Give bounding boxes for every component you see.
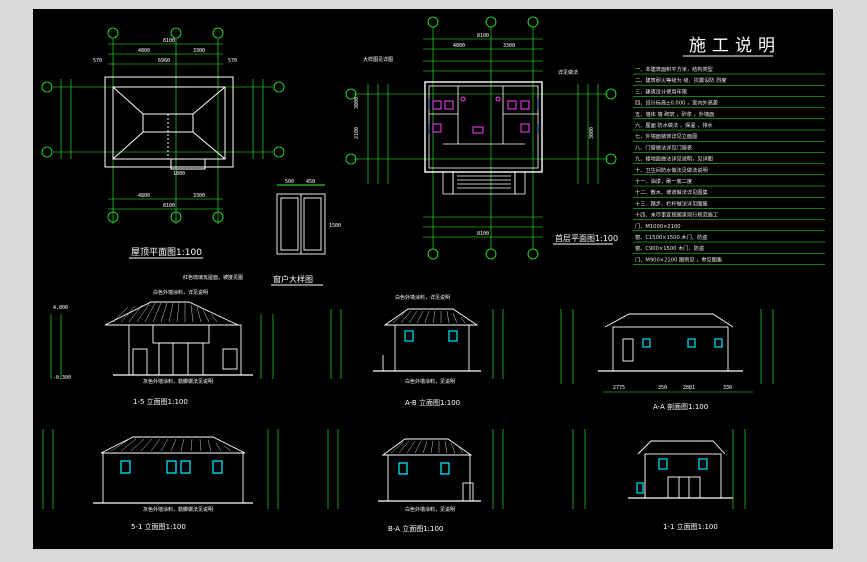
section-dim-2: 350 — [658, 385, 667, 391]
roof-plan-grid-bubbles — [41, 27, 285, 223]
note-line: 六、屋面 防水做法 ，保温 ，排水 — [635, 121, 713, 129]
section-dim-4: 330 — [723, 385, 732, 391]
note-line: 十四、未尽事宜按国家现行规范施工 — [635, 211, 718, 219]
note-line: 十二、散水、坡道做法详见图集 — [635, 188, 708, 196]
note-line: 窗、C1500×1500 木门、防盗 — [635, 233, 707, 241]
roof-dim-mid: 1800 — [173, 171, 185, 177]
roof-dim-left: 4800 — [138, 48, 150, 54]
roof-plan — [53, 39, 273, 224]
roof-plan-title: 屋顶平面图1:100 — [131, 247, 202, 258]
note-line: 门、M900×2100 图例见 ，参见图集 — [635, 255, 723, 263]
window-dim-right: 450 — [306, 179, 315, 185]
note-line: 九、楼地面做法详见说明，见详图 — [635, 155, 713, 163]
window-detail-title: 窗户大样图 — [273, 274, 313, 284]
note-line: 十三、踏步、栏杆做法详见图集 — [635, 199, 708, 207]
section-dim-3: 2881 — [683, 385, 695, 391]
ground-plan — [353, 27, 608, 249]
plan-dim-left: 4800 — [453, 43, 465, 49]
plan-dim-h1: 3000 — [354, 97, 360, 109]
note-line: 三、建筑设计使用年限 — [635, 87, 687, 95]
plan-dim-total: 8100 — [477, 33, 489, 39]
elev-1-5-note-b: 白色外墙涂料，详见说明 — [153, 289, 208, 296]
elevation-1-5-title: 1-5 立面图1:100 — [133, 397, 188, 406]
elevation-a-b — [330, 308, 504, 379]
plan-note-right: 详见做法 — [558, 69, 578, 76]
note-line: 门、M1000×2100 — [635, 222, 681, 230]
section-a-a-title: A-A 剖面图1:100 — [653, 402, 708, 411]
elev-1-5-level-top: 4.800 — [53, 305, 68, 311]
note-line: 二、建筑耐火等级为 级，抗震设防 烈度 — [635, 76, 727, 84]
elevation-5-1-title: 5-1 立面图1:100 — [131, 522, 186, 531]
elev-a-b-note-plinth: 白色外墙涂料，见说明 — [405, 378, 455, 385]
roof-dim-bottom-right: 3300 — [193, 193, 205, 199]
note-line: 十、卫生间防水做法见做法说明 — [635, 166, 708, 174]
section-a-a — [560, 309, 774, 393]
roof-dim-inner: 6960 — [158, 58, 170, 64]
note-line: 窗、C900×1500 木门、防盗 — [635, 244, 704, 252]
window-dim-left: 500 — [285, 179, 294, 185]
section-dim-1: 2775 — [613, 385, 625, 391]
window-detail — [276, 184, 326, 255]
roof-dim-total: 8100 — [163, 38, 175, 44]
note-line: 八、门窗做法详见门窗表 — [635, 143, 693, 151]
note-line: 一、本建筑面积平方米，结构类型 — [635, 65, 713, 73]
note-line: 七、外墙面装饰详见立面图 — [635, 132, 697, 140]
elevation-5-1 — [42, 429, 279, 509]
ground-plan-grid-bubbles — [345, 16, 617, 260]
plan-note-left: 大样图见详图 — [363, 56, 393, 63]
elev-1-5-note-a: 红色琉璃瓦屋面，坡度见图 — [183, 274, 243, 281]
ground-plan-title: 首层平面图1:100 — [555, 233, 618, 243]
plan-dim-right: 3300 — [503, 43, 515, 49]
elevation-a-b-title: A-B 立面图1:100 — [405, 398, 460, 407]
plan-dim-h2: 2100 — [354, 127, 360, 139]
roof-dim-side-right: 570 — [228, 58, 237, 64]
elev-b-a-note: 白色外墙涂料，见说明 — [405, 506, 455, 513]
drawing-canvas: 8100 4800 3300 6960 570 570 1800 4800 33… — [41, 16, 825, 533]
elevation-1-1-title: 1-1 立面图1:100 — [663, 522, 718, 531]
cad-drawing-sheet: 8100 4800 3300 6960 570 570 1800 4800 33… — [33, 9, 833, 549]
elevation-b-a-title: B-A 立面图1:100 — [388, 524, 443, 533]
elev-1-5-note-plinth: 灰色外墙涂料，勒脚做法见说明 — [143, 378, 213, 385]
elev-a-b-note-a: 白色外墙涂料，详见说明 — [395, 294, 450, 301]
notes-title: 施工说明 — [689, 36, 781, 56]
elevation-b-a — [327, 429, 504, 509]
elevation-1-5 — [50, 301, 274, 379]
plan-dim-bottom-total: 8100 — [477, 231, 489, 237]
note-line: 五、墙体 墙 砌筑 ，砂浆 ，外墙面 — [635, 110, 714, 118]
roof-dim-bottom-left: 4800 — [138, 193, 150, 199]
note-line: 十一、油漆，刷一底二度 — [635, 177, 692, 185]
roof-dim-side-left: 570 — [93, 58, 102, 64]
plan-dim-h3: 3000 — [589, 127, 595, 139]
elev-1-5-level-bottom: -0.300 — [53, 375, 71, 381]
window-dim-height: 1500 — [329, 223, 341, 229]
elevation-1-1 — [572, 429, 746, 509]
elev-5-1-note: 灰色外墙涂料，勒脚做法见说明 — [143, 506, 213, 513]
roof-dim-right: 3300 — [193, 48, 205, 54]
roof-dim-bottom-total: 8100 — [163, 203, 175, 209]
note-line: 四、设计标高±0.000 ，室内外高差 — [635, 99, 718, 107]
